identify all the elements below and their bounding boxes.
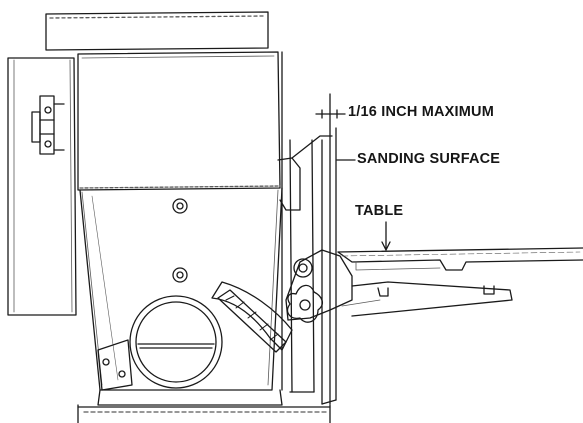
table-leader: [381, 221, 391, 251]
main-cabinet: [77, 51, 281, 191]
tilt-scale: [217, 289, 287, 353]
sanding-surface-label: SANDING SURFACE: [357, 151, 501, 167]
top-housing: [45, 11, 269, 51]
motor-housing: [7, 57, 77, 316]
table-label: TABLE: [355, 203, 404, 219]
work-table: [337, 247, 583, 297]
gap-maximum-label: 1/16 INCH MAXIMUM: [348, 104, 494, 120]
cabinet-bolt-lower: [172, 267, 188, 283]
pivot-bolt: [293, 258, 313, 278]
dust-port: [129, 295, 223, 389]
hinge: [31, 95, 65, 155]
trunnion-arm: [211, 135, 333, 351]
gap-dimension-line: [315, 109, 346, 119]
frame-post: [281, 51, 315, 393]
cabinet-bolt-upper: [172, 198, 188, 214]
lower-left-bracket: [97, 339, 133, 391]
table-lock-knob: [286, 284, 324, 323]
sanding-disc: [321, 93, 337, 405]
